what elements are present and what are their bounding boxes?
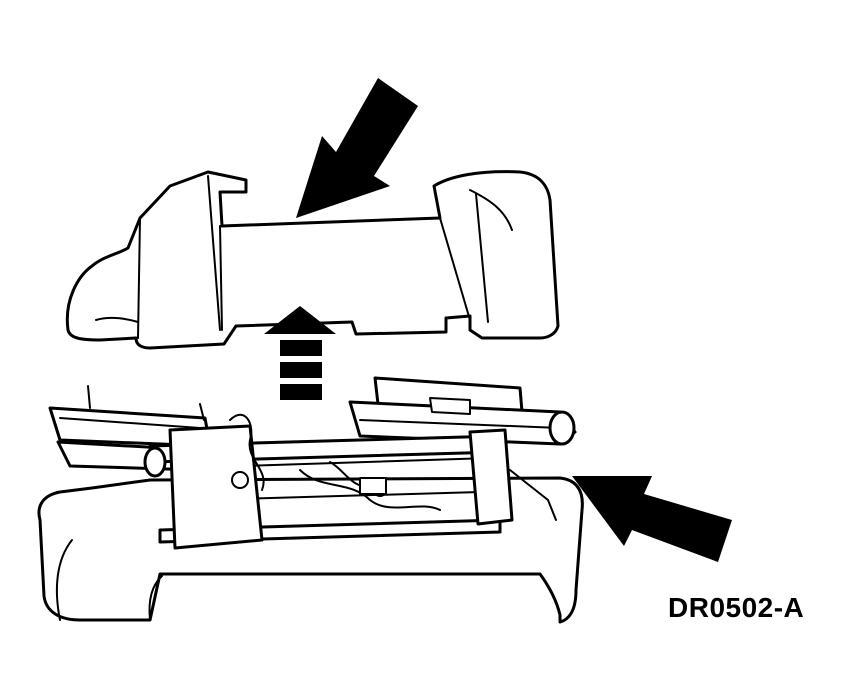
seat-cushion-pan (65, 170, 560, 350)
figure-label: DR0502-A (668, 592, 805, 623)
callout-arrow-right (572, 476, 732, 562)
seat-track-frame (48, 376, 577, 550)
callout-arrow-top (296, 78, 418, 218)
lift-direction-arrow (264, 306, 336, 400)
